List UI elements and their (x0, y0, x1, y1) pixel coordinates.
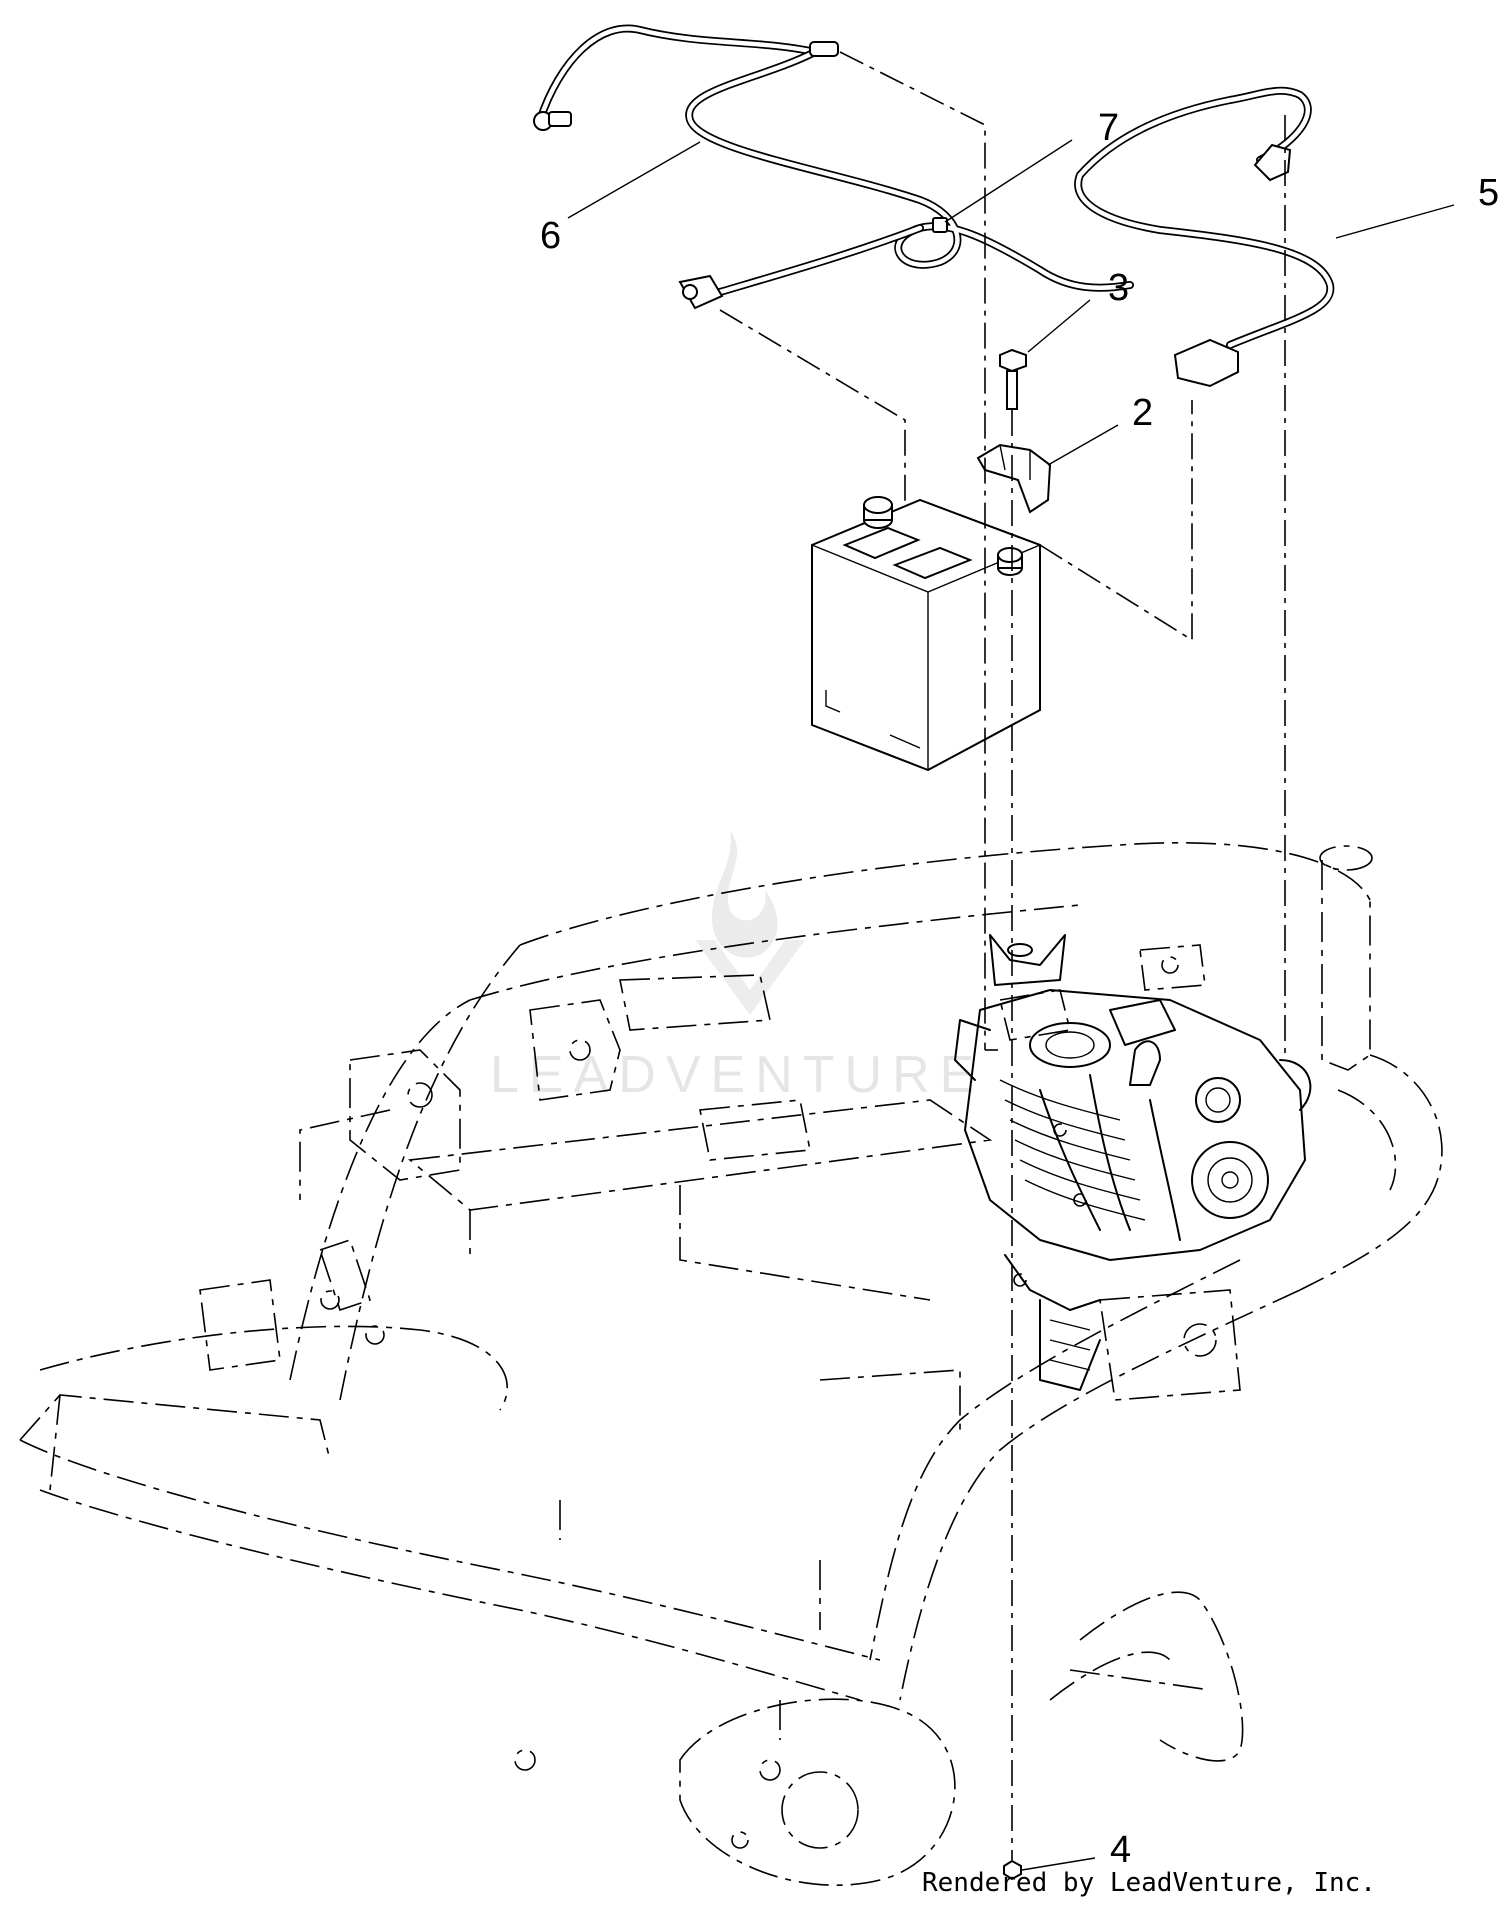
credit-text: Rendered by LeadVenture, Inc. (922, 1868, 1376, 1898)
callout-4: 4 (1110, 1829, 1131, 1871)
battery-cable-5[interactable] (1074, 86, 1335, 388)
callout-5: 5 (1478, 172, 1499, 214)
nut-4[interactable] (1003, 1859, 1022, 1881)
watermark-logo (695, 830, 805, 1015)
assembly-lines (719, 51, 1286, 1860)
battery[interactable] (811, 496, 1041, 772)
battery-cable-6[interactable] (533, 24, 1134, 310)
mower-frame-phantom (19, 842, 1443, 1886)
leader-lines (567, 139, 1455, 1871)
callout-3: 3 (1108, 267, 1129, 309)
callout-6: 6 (540, 215, 561, 257)
callout-7: 7 (1098, 107, 1119, 149)
watermark-text: LEADVENTURE (490, 1046, 985, 1104)
bolt-3[interactable] (999, 348, 1027, 410)
hold-down-bracket-2[interactable] (976, 443, 1052, 514)
engine (954, 934, 1312, 1391)
callout-2: 2 (1132, 392, 1153, 434)
